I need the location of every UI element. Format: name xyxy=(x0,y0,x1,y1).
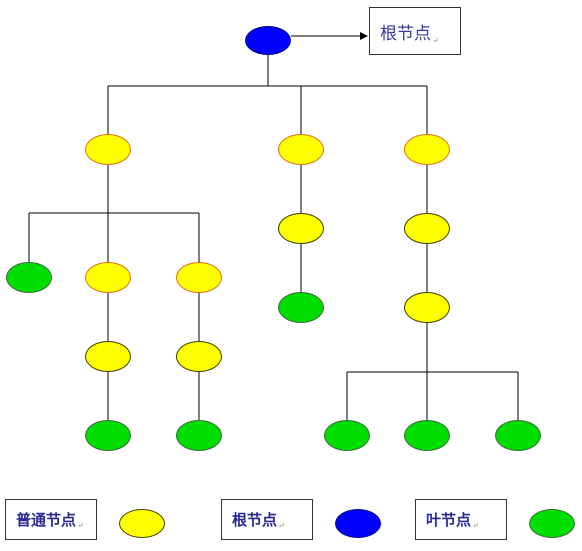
legend-root-swatch xyxy=(335,509,381,538)
paragraph-mark-icon: ↵ xyxy=(77,521,84,530)
node-l1-right xyxy=(404,134,450,165)
legend-leaf-label: 叶节点 xyxy=(426,511,472,529)
root-node xyxy=(245,26,291,55)
legend-ordinary-swatch xyxy=(119,509,165,538)
legend-ordinary-box: 普通节点 ↵ xyxy=(5,499,97,540)
leaf-node xyxy=(6,262,52,293)
node-l3 xyxy=(404,292,450,323)
node-l3 xyxy=(176,341,222,372)
leaf-node xyxy=(278,292,324,323)
legend-root-label: 根节点 xyxy=(232,511,278,529)
leaf-node xyxy=(404,420,450,451)
root-callout-box: 根节点 ↵ xyxy=(369,7,461,55)
legend-ordinary-label: 普通节点 xyxy=(16,511,77,529)
paragraph-mark-icon: ↵ xyxy=(278,521,285,530)
node-l1-middle xyxy=(278,134,324,165)
node-l2 xyxy=(404,213,450,244)
leaf-node xyxy=(176,420,222,451)
root-callout-label: 根节点 xyxy=(380,23,431,44)
legend-leaf-swatch xyxy=(529,509,575,538)
paragraph-mark-icon: ↵ xyxy=(472,521,479,530)
node-l2 xyxy=(176,262,222,293)
leaf-node xyxy=(85,420,131,451)
node-l3 xyxy=(85,341,131,372)
node-l2 xyxy=(278,213,324,244)
legend-root-box: 根节点 ↵ xyxy=(221,499,313,540)
paragraph-mark-icon: ↵ xyxy=(432,36,439,45)
legend-leaf-box: 叶节点 ↵ xyxy=(415,499,507,540)
leaf-node xyxy=(324,420,370,451)
node-l1-left xyxy=(85,134,131,165)
leaf-node xyxy=(495,420,541,451)
node-l2 xyxy=(85,262,131,293)
